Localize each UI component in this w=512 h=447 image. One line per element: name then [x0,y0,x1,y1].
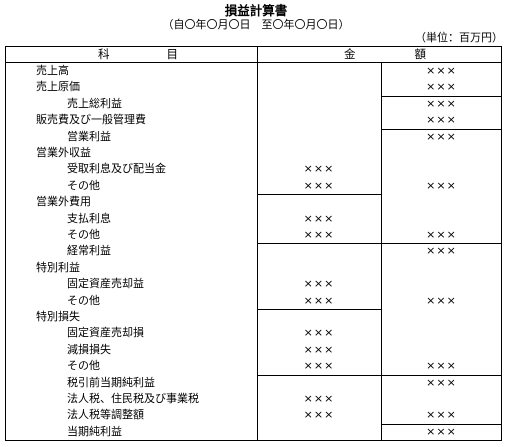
total-amount: ××× [426,424,457,438]
row-label: 販売費及び一般管理費 [36,113,146,127]
table-row: 税引前当期純利益 ××× [6,375,501,391]
row-label: 当期純利益 [67,424,122,438]
subtotal-rule [257,374,502,376]
total-amount: ××× [426,408,457,422]
row-label: 特別利益 [36,260,80,274]
table-row: 売上高 ××× [6,63,501,79]
total-amount: ××× [426,96,457,110]
row-label: 法人税、住民税及び事業税 [67,392,199,405]
table-row: 特別利益 [6,260,501,276]
table-row: 営業利益 ××× [6,129,501,145]
row-label: 営業利益 [67,129,111,143]
total-amount: ××× [426,293,457,307]
total-amount: ××× [426,178,457,192]
table-row: その他 ××× ××× [6,227,501,243]
row-label: その他 [67,228,100,241]
table-row: 営業外費用 [6,194,501,210]
subtotal-rule [257,309,381,310]
amount-column-header: 金 額 [344,47,426,62]
row-label: 支払利息 [67,211,111,225]
header-divider [6,62,501,63]
row-label: 経常利益 [67,244,111,258]
detail-amount: ××× [303,359,335,373]
detail-amount: ××× [303,326,335,340]
total-amount: ××× [426,359,457,373]
row-label: 固定資産売却益 [67,277,144,291]
table-row: 特別損失 [6,309,501,325]
table-row: 固定資産売却益 ××× [6,276,501,292]
table-row: 経常利益 ××× [6,243,501,259]
table-row: 当期純利益 ××× [6,424,501,440]
table-row: 減損損失 ××× [6,342,501,358]
detail-amount: ××× [303,211,335,225]
subtotal-rule [381,423,502,425]
detail-amount: ××× [303,342,335,356]
table-row: 支払利息 ××× [6,211,501,227]
table-row: その他 ××× ××× [6,358,501,374]
subject-column-header: 科 目 [98,47,178,62]
total-amount: ××× [426,244,457,258]
total-amount: ××× [426,80,457,94]
subtotal-rule [381,95,502,97]
detail-amount: ××× [303,162,335,176]
row-label: 売上高 [36,64,69,77]
row-label: 受取利息及び配当金 [67,162,166,176]
table-row: 固定資産売却損 ××× [6,325,501,341]
table-row: 受取利息及び配当金 ××× [6,161,501,177]
detail-amount: ××× [303,277,335,291]
subtotal-rule [257,243,502,245]
row-label: 売上原価 [36,80,80,94]
period-caption: （自〇年〇月〇日 至〇年〇月〇日） [162,18,350,31]
total-amount: ××× [426,375,457,389]
row-label: その他 [67,178,100,192]
row-label: その他 [67,359,100,373]
total-amount: ××× [426,64,457,77]
income-statement-table: 科 目 金 額 売上高 ××× 売上原価 ××× 売上総利益 ××× 販売費及び一般管理費 ×… [5,46,502,441]
subtotal-rule [257,194,381,196]
row-label: 固定資産売却損 [67,326,144,340]
table-row: 営業外収益 [6,145,501,161]
table-row: 法人税、住民税及び事業税 ××× [6,391,501,407]
subject-header-char-1: 科 [98,47,110,61]
detail-amount: ××× [303,392,335,405]
total-amount: ××× [426,129,457,143]
row-label: 営業外収益 [36,146,91,159]
row-label: 営業外費用 [36,195,91,209]
subtotal-rule [381,128,502,130]
detail-amount: ××× [303,228,335,241]
table-row: その他 ××× ××× [6,293,501,309]
row-label: その他 [67,293,100,307]
row-label: 売上総利益 [67,96,122,110]
statement-title: 損益計算書 [224,3,288,18]
amount-column-divider [381,62,382,440]
detail-amount: ××× [303,178,335,192]
amount-header-char-1: 金 [344,47,356,61]
row-label: 特別損失 [36,310,80,323]
total-amount: ××× [426,113,457,127]
table-row: その他 ××× ××× [6,178,501,194]
row-label: 税引前当期純利益 [67,375,155,389]
detail-amount: ××× [303,293,335,307]
amount-header-char-2: 額 [414,47,427,61]
detail-amount: ××× [303,408,335,422]
subject-header-char-2: 目 [166,47,179,61]
table-row: 売上総利益 ××× [6,96,501,112]
row-label: 法人税等調整額 [67,408,144,422]
table-row: 販売費及び一般管理費 ××× [6,112,501,128]
unit-caption: （単位：百万円） [415,31,503,44]
table-row: 売上原価 ××× [6,79,501,95]
total-amount: ××× [426,228,457,241]
row-label: 減損損失 [67,342,111,356]
table-row: 法人税等調整額 ××× ××× [6,407,501,423]
